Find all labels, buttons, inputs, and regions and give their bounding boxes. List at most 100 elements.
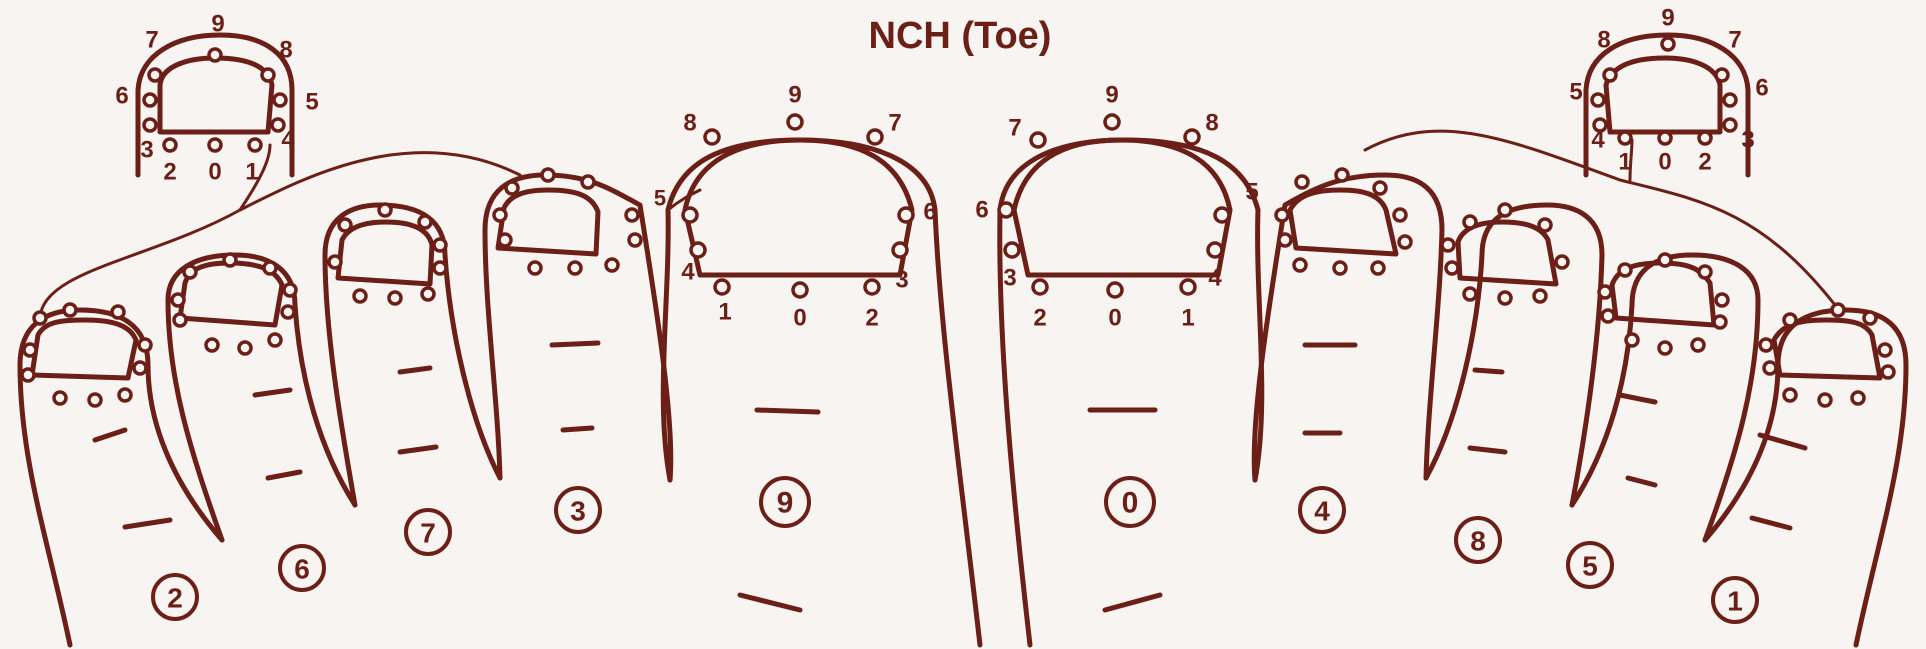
toe8-dot	[1464, 288, 1476, 300]
toe1-dot	[1864, 312, 1876, 324]
toe5-dot	[1619, 264, 1631, 276]
toe2-dot	[119, 389, 131, 401]
big-left-label-3: 3	[895, 267, 908, 294]
inset-left-point-9	[209, 49, 221, 61]
toe7-dot	[434, 239, 446, 251]
inset-right-label-6: 6	[1755, 75, 1768, 102]
toe6-dot	[174, 314, 186, 326]
crease	[400, 368, 430, 372]
toe6-dot	[269, 334, 281, 346]
inset-left-label-9: 9	[211, 11, 224, 38]
toe1-dot	[1764, 362, 1776, 374]
big-right-label-6: 6	[975, 197, 988, 224]
inset-right-point-6	[1724, 94, 1736, 106]
big-right-label-8: 8	[1205, 110, 1218, 137]
toe7-dot	[422, 288, 434, 300]
toe6-dot	[282, 306, 294, 318]
toe5-dot	[1659, 342, 1671, 354]
small-nails-right	[1276, 169, 1894, 406]
toe7-dot	[329, 256, 341, 268]
big-right-label-7: 7	[1008, 115, 1021, 142]
toe4-dot	[1296, 176, 1308, 188]
toe2-dot	[54, 392, 66, 404]
inset-left-point-6	[144, 94, 156, 106]
crease	[268, 472, 300, 478]
toe-number-label: 4	[1314, 496, 1330, 527]
toe6-dot	[239, 342, 251, 354]
big-left-point-2	[865, 280, 879, 294]
toe-outline-2	[20, 310, 222, 645]
inset-left-label-2: 2	[163, 159, 176, 186]
right-foot	[1000, 140, 1906, 645]
toe-number-label: 3	[570, 496, 586, 527]
inset-right-label-0: 0	[1658, 149, 1671, 176]
crease	[757, 410, 818, 412]
toe2-dot	[112, 306, 124, 318]
big-left-point-1	[715, 280, 729, 294]
toe1-dot	[1832, 304, 1844, 316]
toe1-dot	[1760, 339, 1772, 351]
inset-right: 9 8 7 5 6 4 3 1 0 2	[1569, 5, 1768, 176]
inset-right-label-2: 2	[1698, 149, 1711, 176]
big-left-label-4: 4	[681, 259, 695, 286]
big-left-label-0: 0	[793, 305, 806, 332]
big-right-label-4: 4	[1208, 265, 1222, 292]
inset-right-label-5: 5	[1569, 79, 1582, 106]
toe3-dot	[626, 209, 638, 221]
crease	[400, 447, 436, 452]
big-right-point-8	[1185, 130, 1199, 144]
toe2-dot	[89, 394, 101, 406]
crease	[255, 390, 290, 395]
inset-left-point-1	[249, 139, 261, 151]
crease	[563, 428, 592, 430]
toe3-dot	[629, 234, 641, 246]
toe3-dot	[569, 262, 581, 274]
inset-right-label-4: 4	[1591, 127, 1605, 154]
big-left-label-6: 6	[923, 199, 936, 226]
crease	[1628, 478, 1655, 485]
crease	[95, 430, 125, 440]
nail-3	[498, 190, 598, 254]
big-left-point-9	[788, 115, 802, 129]
big-left-point-7	[868, 130, 882, 144]
inset-right-label-9: 9	[1661, 5, 1674, 32]
big-left-label-8: 8	[683, 110, 696, 137]
toe6-dot	[224, 254, 236, 266]
toe-badge-3: 3	[556, 488, 600, 532]
toe8-dot	[1556, 256, 1568, 268]
crease	[1620, 395, 1655, 402]
toe4-dot	[1394, 209, 1406, 221]
toe1-dot	[1819, 394, 1831, 406]
inset-right-point-0	[1659, 132, 1671, 144]
big-left-point-8	[705, 130, 719, 144]
toe8-dot	[1464, 216, 1476, 228]
chart-title: NCH (Toe)	[869, 15, 1052, 57]
toe7-dot	[389, 292, 401, 304]
toe4-dot	[1372, 262, 1384, 274]
big-right-label-3: 3	[1003, 265, 1016, 292]
toe7-dot	[419, 216, 431, 228]
toe5-dot	[1599, 286, 1611, 298]
toe1-dot	[1879, 344, 1891, 356]
big-right-point-0	[1108, 283, 1122, 297]
inset-left-label-6: 6	[115, 83, 128, 110]
inset-right-point-5	[1592, 94, 1604, 106]
big-toe-right-nail: 9 7 8 6 5 3 4 2 0 1	[975, 82, 1258, 332]
toe8-dot	[1534, 290, 1546, 302]
big-left-label-2: 2	[865, 305, 878, 332]
toe4-dot	[1279, 234, 1291, 246]
toe3-dot	[506, 182, 518, 194]
big-left-point-4	[691, 243, 705, 257]
toe4-dot	[1374, 182, 1386, 194]
inset-right-point-8	[1604, 69, 1616, 81]
big-right-point-4	[1208, 243, 1222, 257]
toe-badge-4: 4	[1300, 488, 1344, 532]
toe2-dot	[64, 304, 76, 316]
toe3-dot	[529, 262, 541, 274]
crease	[552, 343, 598, 345]
toe-number-label: 7	[420, 518, 436, 549]
inset-left-point-2	[164, 139, 176, 151]
toe-number-label: 8	[1470, 526, 1486, 557]
toe-number-badges: 2 6 7 3 9 0 4 8	[153, 478, 1757, 622]
